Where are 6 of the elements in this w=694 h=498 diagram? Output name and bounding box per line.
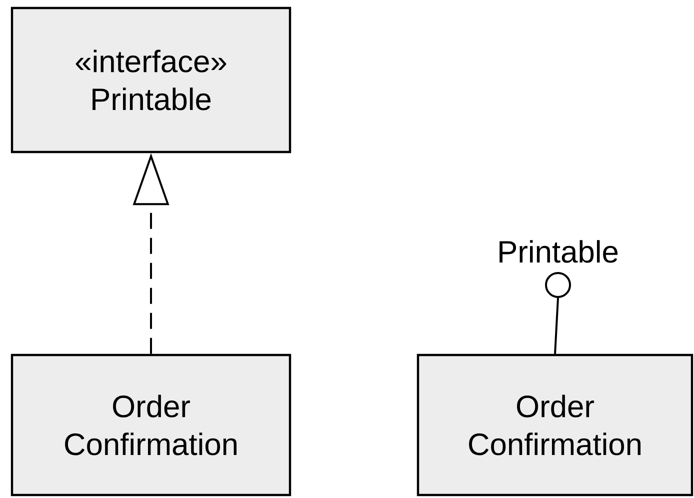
class-box: «interface» Printable: [10, 6, 292, 154]
interface-name: Printable: [500, 240, 618, 263]
interface-circle: [545, 272, 571, 298]
class-box: Order Confirmation: [416, 354, 694, 496]
connector-line: [554, 298, 559, 354]
class-box: Order Confirmation: [10, 354, 292, 496]
